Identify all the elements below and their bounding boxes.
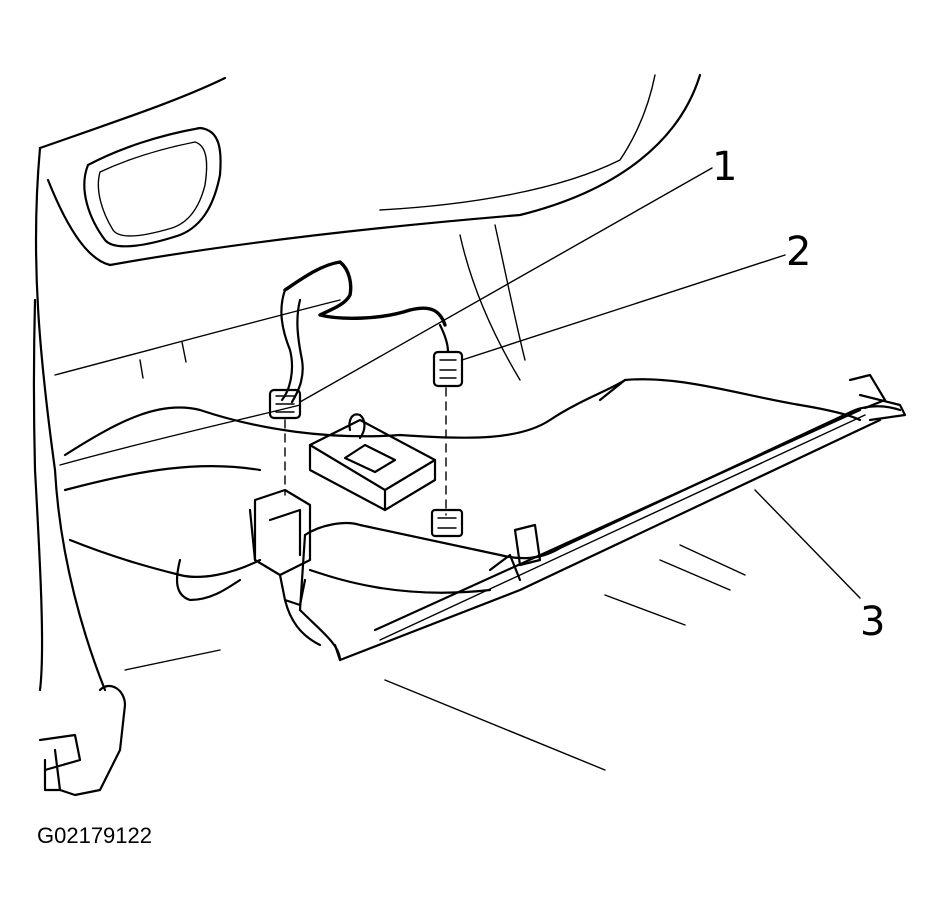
upper-body-curves bbox=[108, 73, 702, 381]
callout-2: 2 bbox=[786, 229, 811, 275]
leader-line-1 bbox=[299, 167, 713, 403]
lower-connector bbox=[430, 508, 464, 538]
figure-id: G02179122 bbox=[37, 823, 152, 848]
running-board bbox=[283, 373, 907, 662]
leader-lines bbox=[299, 167, 861, 599]
alignment-dashes bbox=[284, 387, 447, 516]
callout-3: 3 bbox=[860, 599, 885, 645]
callout-1: 1 bbox=[712, 144, 737, 190]
lower-left-bracket bbox=[38, 684, 127, 797]
wire-harness bbox=[268, 260, 464, 420]
leader-line-3 bbox=[754, 489, 861, 599]
control-module bbox=[308, 413, 437, 512]
floor-pan bbox=[63, 378, 862, 602]
body-window-opening bbox=[83, 126, 222, 248]
mounting-bracket bbox=[248, 488, 312, 607]
ground-lines bbox=[124, 544, 746, 771]
leader-line-2 bbox=[461, 254, 786, 361]
body-side-panel bbox=[32, 76, 341, 692]
